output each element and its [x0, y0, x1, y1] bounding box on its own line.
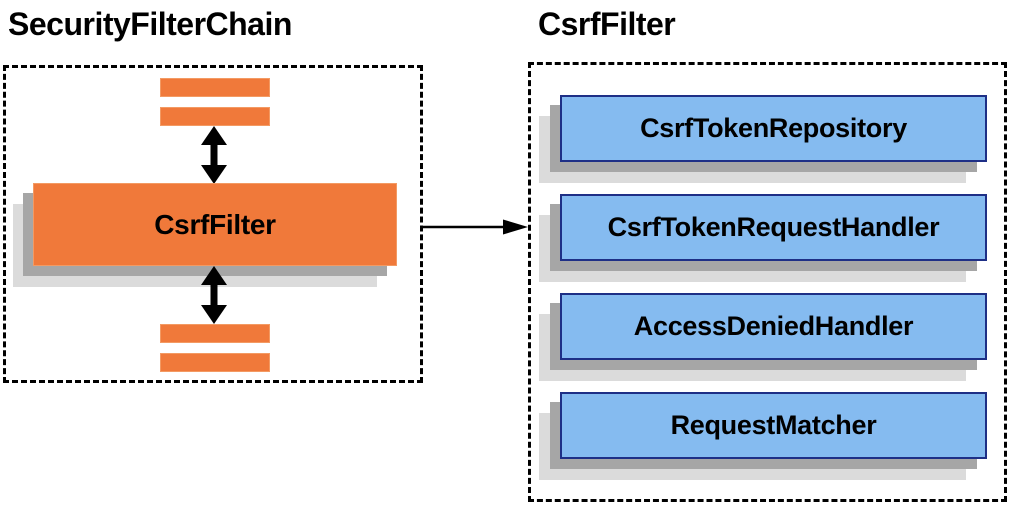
csrf-filter-title: CsrfFilter — [538, 6, 676, 42]
double-arrow-icon-bottom — [196, 266, 232, 324]
double-arrow-icon-top — [196, 126, 232, 184]
security-filter-chain-container — [3, 65, 423, 383]
arrow-right-icon — [421, 218, 528, 236]
access-denied-handler-box: AccessDeniedHandler — [560, 293, 987, 360]
filter-bar-top-2 — [160, 107, 270, 126]
filter-bar-bottom-1 — [160, 324, 270, 343]
filter-bar-top-1 — [160, 78, 270, 97]
filter-bar-bottom-2 — [160, 353, 270, 372]
csrf-filter-container — [528, 62, 1007, 502]
csrf-token-request-handler-box: CsrfTokenRequestHandler — [560, 194, 987, 261]
security-filter-chain-title: SecurityFilterChain — [8, 6, 292, 42]
csrf-token-repository-box: CsrfTokenRepository — [560, 95, 987, 162]
request-matcher-box: RequestMatcher — [560, 392, 987, 459]
csrf-filter-box: CsrfFilter — [33, 183, 397, 266]
